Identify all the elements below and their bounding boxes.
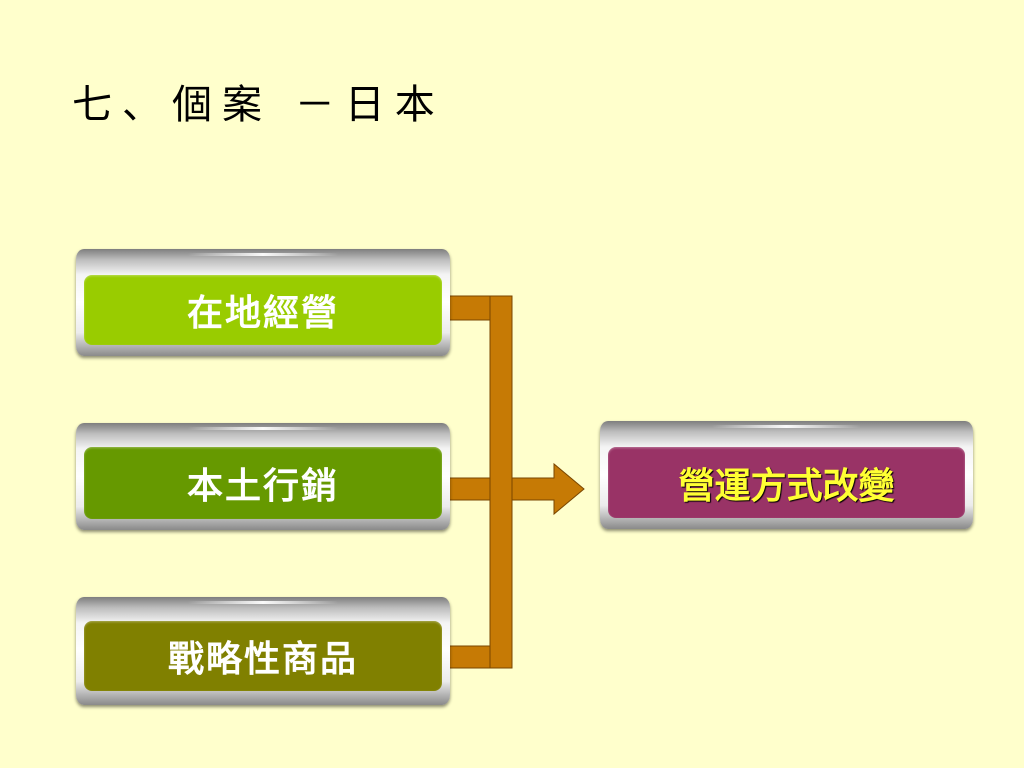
connector-trunk [489,295,513,669]
result-node[interactable]: 營運方式改變 [608,447,965,518]
input-node-3[interactable]: 戰略性商品 [84,621,442,691]
slide-title: 七、個案 －日本 [72,82,445,128]
input-node-1[interactable]: 在地經營 [84,275,442,345]
input-node-2[interactable]: 本土行銷 [84,447,442,519]
connector-arrow [511,462,585,516]
